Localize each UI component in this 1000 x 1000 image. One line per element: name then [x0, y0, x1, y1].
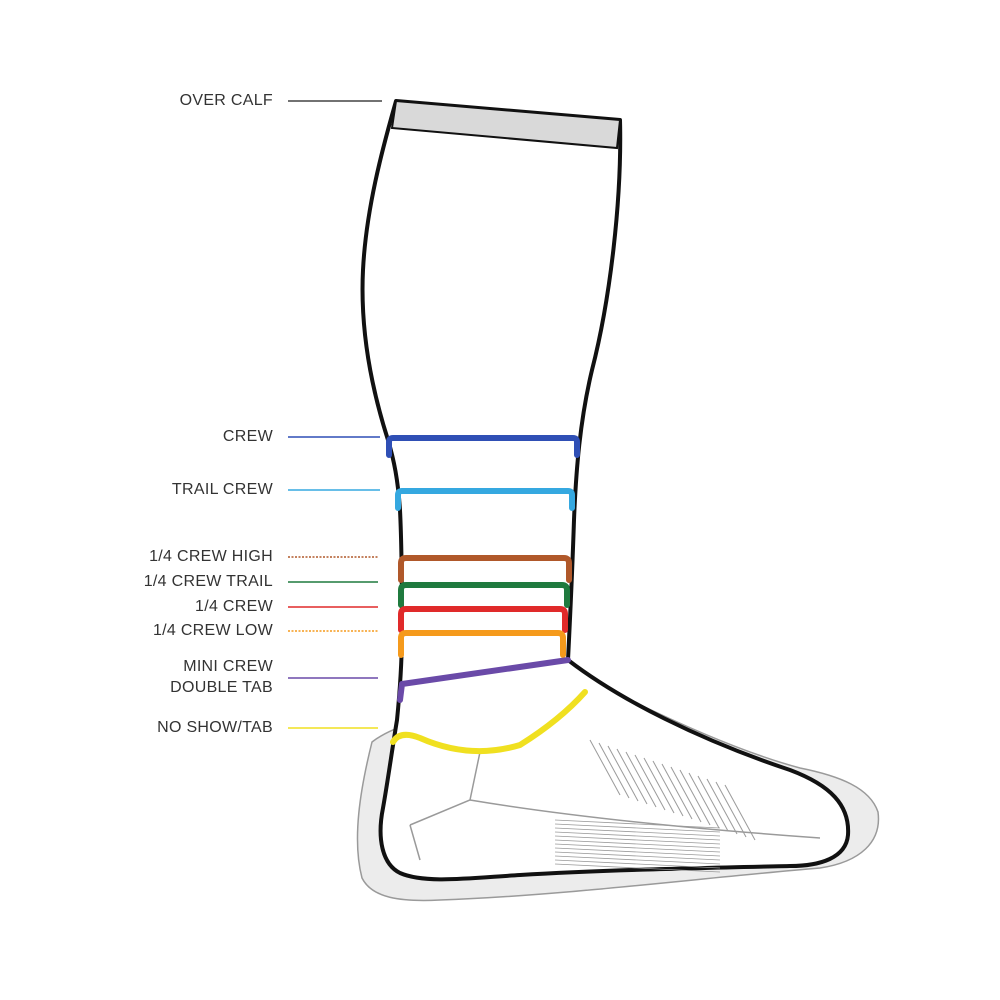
shoe-hatch-line: [652, 760, 684, 817]
shoe-hatch-line: [697, 775, 729, 832]
shoe-hatch-line: [554, 823, 721, 833]
shoe-hatch-line: [589, 739, 621, 796]
shoe-hatch-line: [724, 784, 756, 841]
shoe-seam: [409, 824, 421, 861]
label-crew: CREW: [222, 428, 273, 445]
sock-outline: [360, 99, 851, 882]
shoe-hatch-line: [554, 839, 721, 849]
label-quarter-crew: 1/4 CREW: [195, 598, 273, 615]
label-trail-crew: TRAIL CREW: [171, 481, 273, 498]
shoe-detail-lines: [409, 739, 821, 873]
label-over-calf: OVER CALF: [179, 92, 273, 109]
shoe-hatch-line: [625, 751, 657, 808]
shoe-hatch-line: [554, 851, 721, 861]
shoe-hatch-line: [661, 763, 693, 820]
band-no-show-tab: [390, 689, 588, 755]
shoe-hatch-line: [554, 859, 721, 869]
shoe-hatch-line: [554, 863, 721, 873]
label-mini-crew: MINI CREW: [183, 658, 273, 675]
band-trail-crew: [395, 488, 575, 511]
shoe-hatch-line: [554, 831, 721, 841]
shoe-hatch-line: [554, 819, 721, 829]
label-double-tab: DOUBLE TAB: [170, 679, 273, 696]
label-quarter-crew-high: 1/4 CREW HIGH: [149, 548, 273, 565]
label-quarter-crew-trail: 1/4 CREW TRAIL: [143, 573, 273, 590]
band-quarter-crew-trail: [398, 582, 570, 608]
label-quarter-crew-low: 1/4 CREW LOW: [152, 622, 273, 639]
shoe-seam: [469, 799, 821, 839]
label-no-show-tab: NO SHOW/TAB: [157, 719, 273, 736]
shoe-hatch-line: [554, 827, 721, 837]
shoe-hatch-line: [706, 778, 738, 835]
shoe-hatch-line: [670, 766, 702, 823]
shoe-hatch-line: [554, 847, 721, 857]
shoe-hatch-line: [643, 757, 675, 814]
band-quarter-crew-high: [398, 555, 572, 583]
shoe-hatch-line: [616, 748, 648, 805]
leader-lines: [288, 100, 382, 729]
band-quarter-crew-low: [398, 630, 566, 658]
shoe-hatch-line: [634, 754, 666, 811]
shoe-hatch-line: [688, 772, 720, 829]
shoe-hatch-line: [715, 781, 747, 838]
shoe-hatch-line: [554, 843, 721, 853]
band-quarter-crew: [398, 606, 568, 633]
over-calf-cuff: [390, 99, 622, 150]
height-bands: [386, 435, 588, 755]
shoe-hatch-line: [554, 855, 721, 865]
shoe-hatch-line: [598, 742, 630, 799]
band-mini-crew-double-tab: [397, 657, 571, 703]
shoe-hatch-line: [679, 769, 711, 826]
shoe-hatch-line: [607, 745, 639, 802]
band-crew: [386, 435, 580, 458]
shoe-hatch-line: [554, 835, 721, 845]
